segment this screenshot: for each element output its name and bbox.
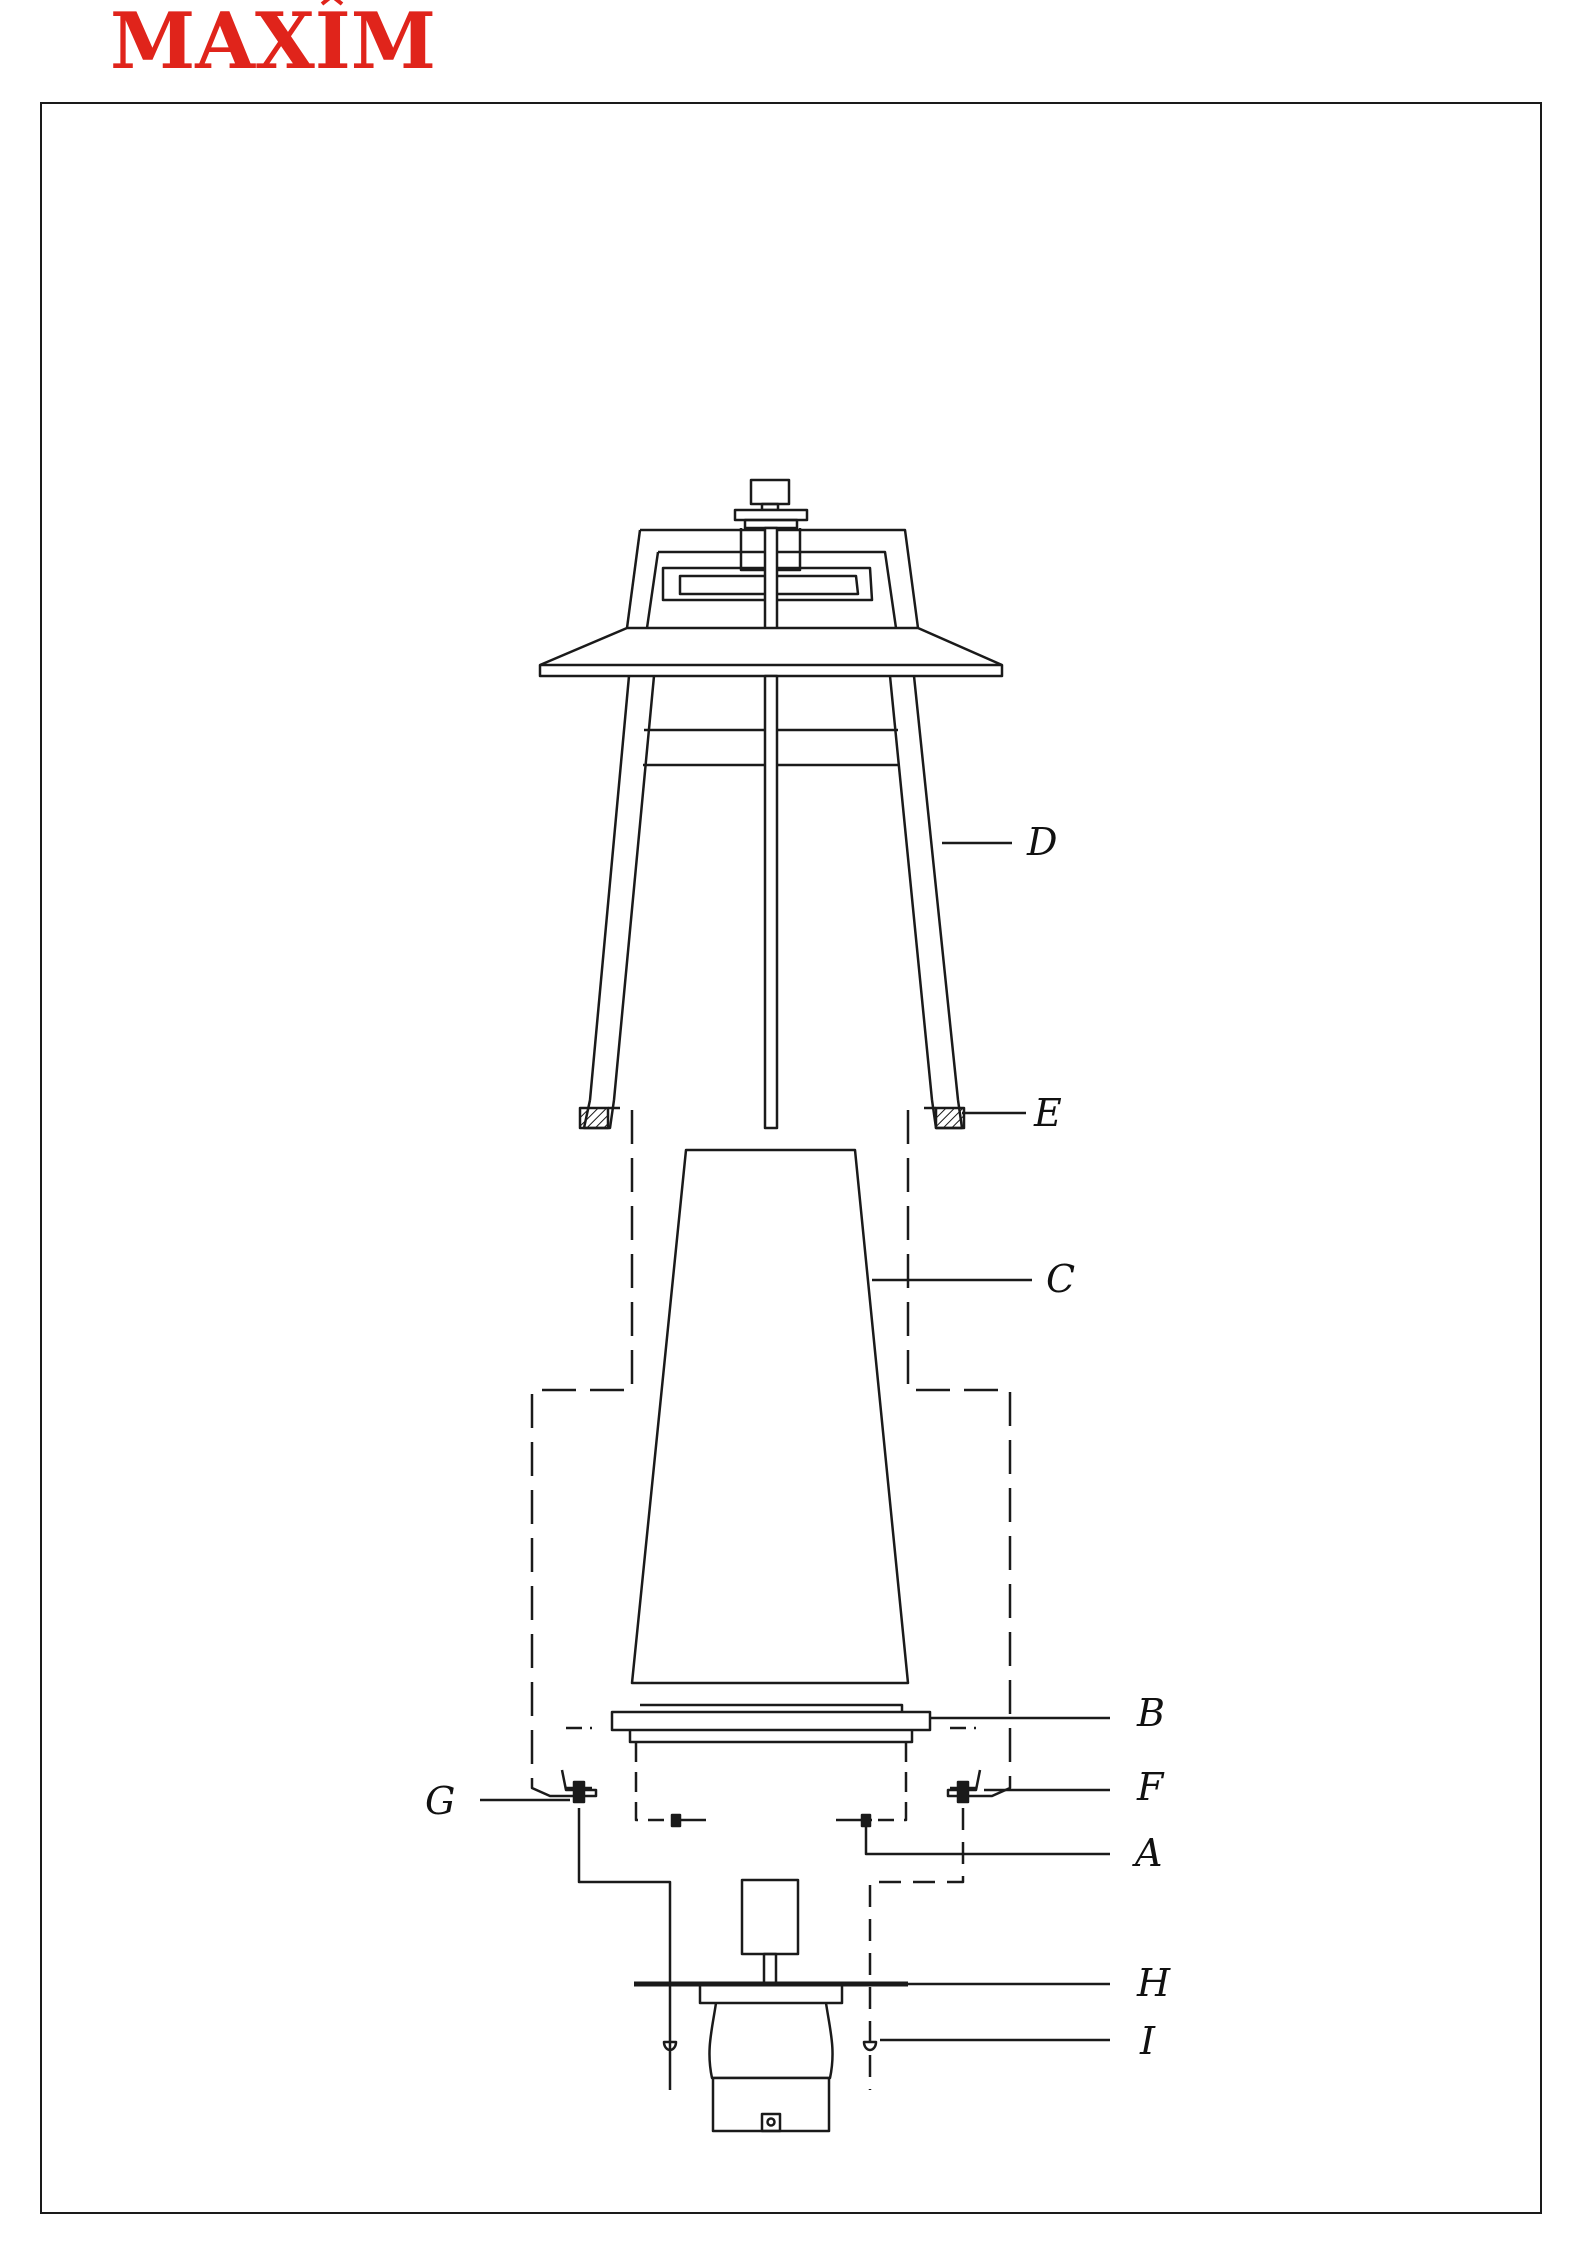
socket-and-post-mount bbox=[634, 1880, 908, 2131]
lantern-hood bbox=[540, 480, 1002, 1128]
label-h: H bbox=[1137, 1964, 1170, 2002]
label-d: D bbox=[1027, 823, 1057, 861]
label-a: A bbox=[1135, 1834, 1162, 1872]
label-b: B bbox=[1137, 1694, 1165, 1732]
label-c: C bbox=[1046, 1260, 1075, 1298]
label-e: E bbox=[1034, 1094, 1062, 1132]
label-i: I bbox=[1140, 2022, 1155, 2060]
label-f: F bbox=[1137, 1768, 1163, 1806]
glass-shade bbox=[632, 1150, 908, 1683]
clips-and-screws bbox=[532, 1770, 1010, 1802]
label-g: G bbox=[425, 1782, 455, 1820]
base-plate bbox=[566, 1705, 976, 1820]
